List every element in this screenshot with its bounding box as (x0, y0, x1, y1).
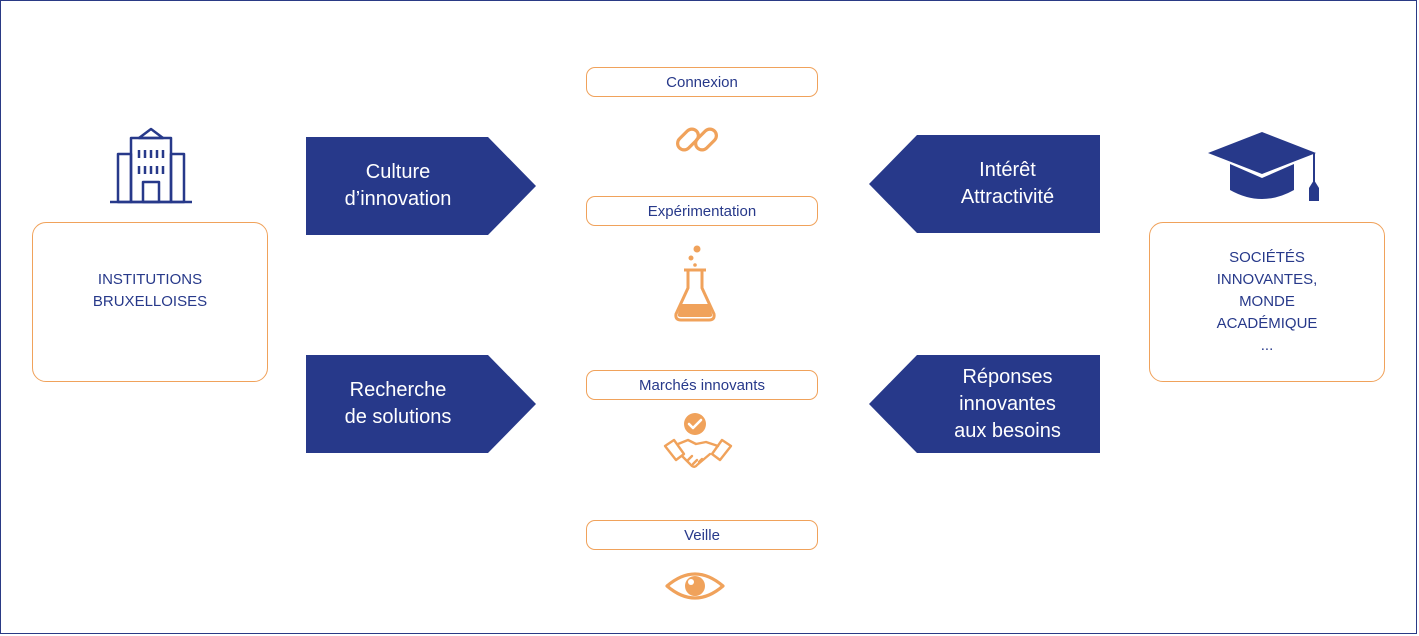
arrow-line: aux besoins (954, 419, 1061, 442)
arrow-line: Culture (365, 161, 431, 183)
stage-veille: Veille (586, 520, 818, 550)
eye-icon (664, 568, 726, 609)
stage-marches-innovants: Marchés innovants (586, 370, 818, 400)
left-entity-box: INSTITUTIONS BRUXELLOISES (32, 222, 268, 382)
building-icon (108, 126, 194, 211)
arrow-reponses-innovantes: Réponses innovantes aux besoins (869, 355, 1100, 453)
left-entity-line: INSTITUTIONS (97, 271, 203, 288)
arrow-line: Attractivité (960, 186, 1055, 208)
right-entity-box: SOCIÉTÉS INNOVANTES, MONDE ACADÉMIQUE ..… (1149, 222, 1385, 382)
flask-icon (670, 244, 720, 329)
arrow-line: innovantes (959, 392, 1056, 415)
left-entity-line: BRUXELLOISES (92, 293, 208, 310)
right-entity-line: ... (1260, 337, 1274, 354)
arrow-line: Intérêt (979, 159, 1036, 181)
arrow-line: Recherche (349, 379, 447, 401)
graduation-cap-icon (1206, 128, 1328, 209)
chain-link-icon (672, 114, 722, 169)
stage-connexion: Connexion (586, 67, 818, 97)
arrow-line: d’innovation (344, 188, 452, 210)
right-entity-line: MONDE (1239, 293, 1295, 310)
arrow-recherche-solutions: Recherche de solutions (306, 355, 536, 453)
right-entity-line: INNOVANTES, (1216, 271, 1318, 288)
arrow-interet-attractivite: Intérêt Attractivité (869, 135, 1100, 233)
right-entity-line: ACADÉMIQUE (1216, 315, 1318, 332)
arrow-culture-innovation: Culture d’innovation (306, 137, 536, 235)
arrow-line: de solutions (344, 406, 452, 428)
right-entity-line: SOCIÉTÉS (1229, 249, 1305, 266)
arrow-line: Réponses (962, 365, 1053, 388)
stage-experimentation: Expérimentation (586, 196, 818, 226)
handshake-check-icon (662, 410, 734, 479)
